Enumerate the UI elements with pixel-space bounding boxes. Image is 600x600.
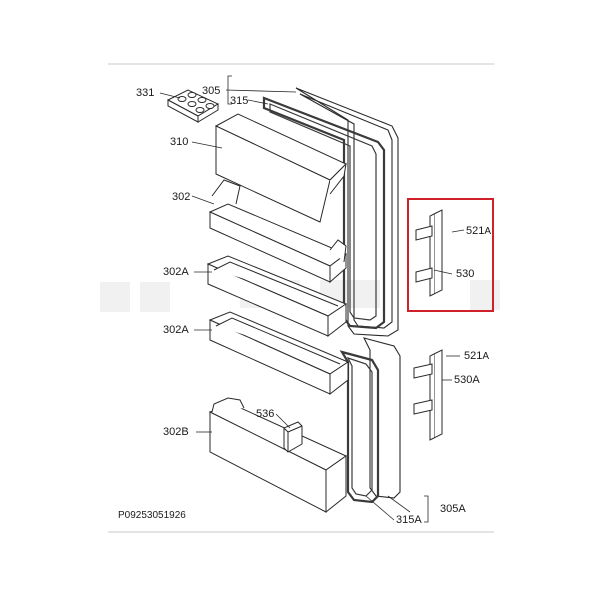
label-521a-top-suffix: A bbox=[484, 226, 492, 237]
door-shelf-302b bbox=[208, 397, 348, 514]
label-302b: 302B bbox=[163, 426, 189, 438]
label-315a: 315A bbox=[396, 514, 422, 526]
label-521a-bottom: 521A bbox=[464, 350, 489, 363]
door-shelf-302a-1 bbox=[206, 255, 348, 338]
drawing-code: P09253051926 bbox=[118, 510, 186, 521]
label-331: 331 bbox=[136, 87, 155, 99]
label-305a: 305A bbox=[440, 503, 466, 515]
label-315: 315 bbox=[230, 95, 249, 107]
egg-tray-331 bbox=[166, 89, 220, 123]
door-shelf-302a-2 bbox=[208, 311, 350, 396]
label-310: 310 bbox=[170, 136, 189, 148]
label-521a-bottom-suffix: A bbox=[482, 351, 490, 362]
label-530a: 530A bbox=[454, 374, 480, 386]
bottle-retainer-536 bbox=[283, 421, 303, 453]
upper-gasket-315 bbox=[262, 96, 386, 330]
label-302a-2: 302A bbox=[163, 324, 189, 336]
label-305: 305 bbox=[202, 85, 221, 97]
label-530: 530 bbox=[456, 268, 475, 280]
bracket-305a bbox=[424, 495, 429, 523]
handle-530 bbox=[415, 209, 443, 297]
highlight-box-530 bbox=[407, 198, 494, 312]
label-521a-top: 521A bbox=[466, 225, 491, 238]
label-536: 536 bbox=[256, 408, 275, 420]
door-shelf-302 bbox=[208, 179, 347, 284]
label-521a-bottom-number: 521 bbox=[464, 350, 483, 362]
upper-door-305 bbox=[295, 87, 399, 337]
dairy-cover-310 bbox=[214, 113, 347, 223]
label-302a-1: 302A bbox=[163, 266, 189, 278]
handle-530a bbox=[413, 349, 443, 441]
label-302: 302 bbox=[172, 191, 191, 203]
bracket-305 bbox=[227, 75, 232, 105]
label-521a-top-number: 521 bbox=[466, 225, 485, 237]
leader-lines bbox=[159, 89, 465, 521]
lower-door-305a bbox=[362, 337, 401, 499]
